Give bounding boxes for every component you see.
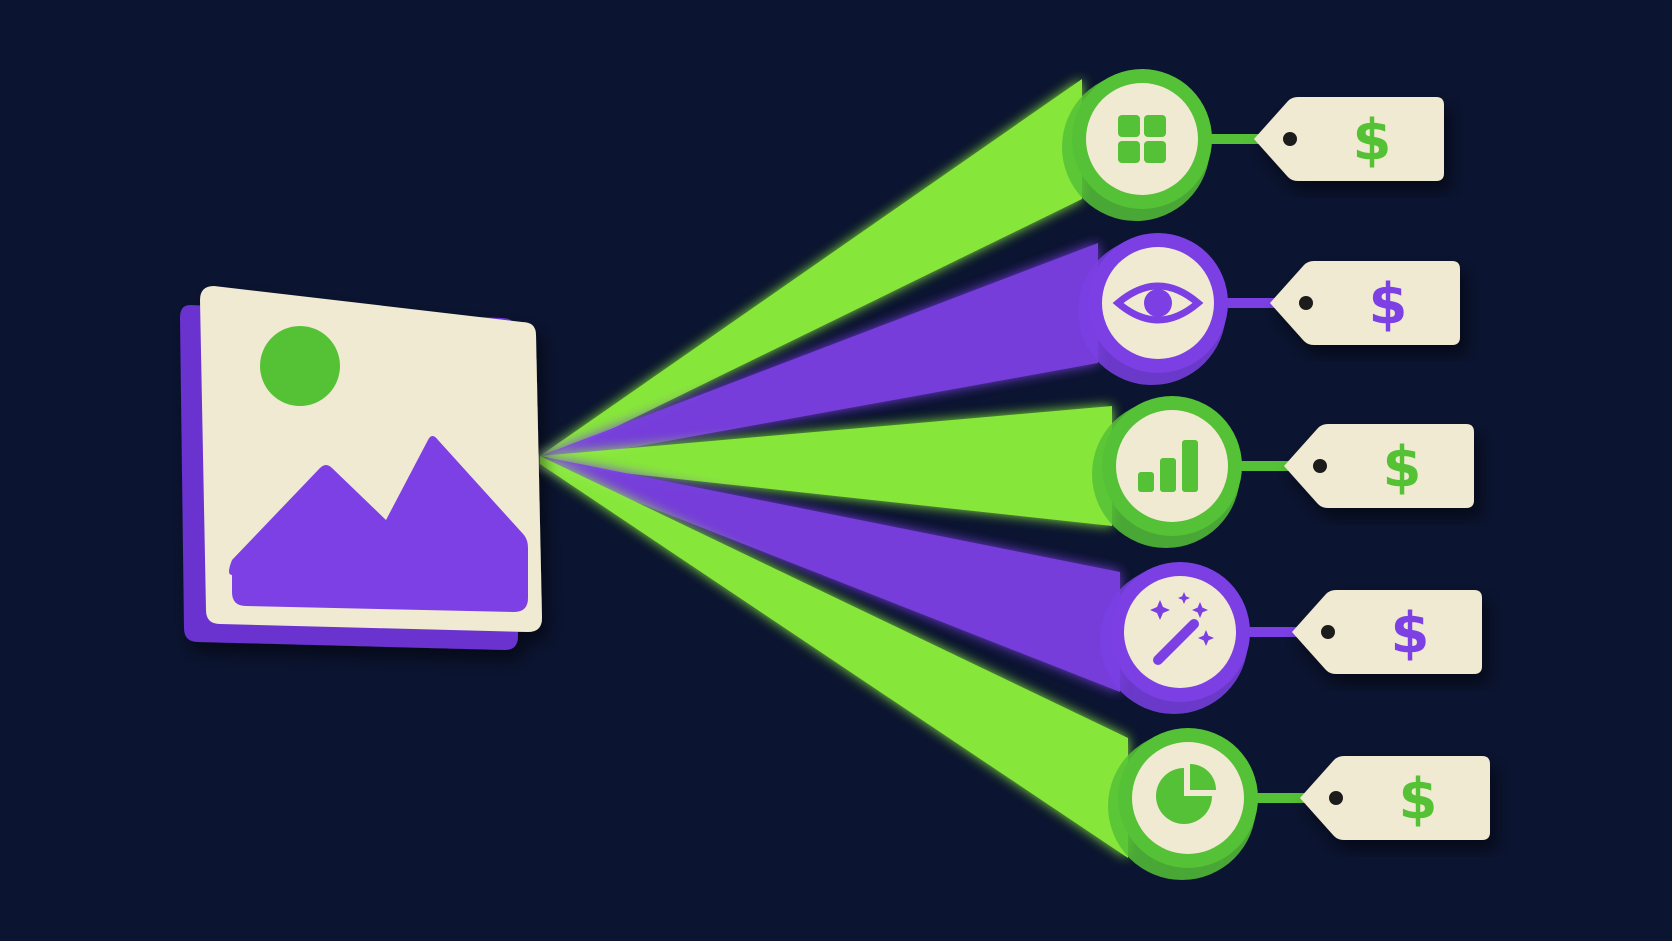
connector — [1240, 627, 1300, 637]
price-tag-body — [1270, 261, 1460, 345]
price-tag-hole — [1299, 296, 1313, 310]
dollar-icon: $ — [1383, 435, 1422, 500]
beam-5 — [540, 456, 1128, 858]
beam-1 — [540, 79, 1082, 464]
image-icon — [229, 326, 528, 612]
price-tag-hole — [1283, 132, 1297, 146]
nodes: $ $ $ $ $ — [1062, 69, 1490, 880]
branch-node-1: $ — [1062, 69, 1444, 221]
dollar-icon: $ — [1353, 108, 1392, 173]
price-tag: $ — [1292, 590, 1482, 674]
price-tag: $ — [1284, 424, 1474, 508]
eye-icon — [1112, 282, 1204, 324]
price-tag-hole — [1329, 791, 1343, 805]
dollar-icon: $ — [1391, 601, 1430, 666]
node-face — [1086, 83, 1198, 195]
branch-node-4: $ — [1100, 562, 1482, 714]
connector — [1202, 134, 1262, 144]
grid-icon — [1118, 115, 1166, 163]
price-tag: $ — [1300, 756, 1490, 840]
price-tag: $ — [1254, 97, 1444, 181]
beam-2 — [540, 243, 1098, 464]
bar-chart-icon — [1138, 440, 1198, 492]
connector — [1248, 793, 1308, 803]
mountains — [229, 436, 528, 612]
magic-wand-icon — [1150, 592, 1214, 665]
beams — [540, 79, 1128, 858]
branch-node-2: $ — [1078, 233, 1460, 385]
connector — [1218, 298, 1278, 308]
pie-chart-icon — [1156, 764, 1216, 824]
dollar-icon: $ — [1369, 272, 1408, 337]
dollar-icon: $ — [1399, 767, 1438, 832]
connector — [1232, 461, 1292, 471]
price-tag-body — [1284, 424, 1474, 508]
price-tag-body — [1292, 590, 1482, 674]
price-tag-hole — [1321, 625, 1335, 639]
price-tag-body — [1254, 97, 1444, 181]
sun-circle — [260, 326, 340, 406]
beam-4 — [540, 456, 1120, 692]
beam-3 — [540, 406, 1112, 526]
price-tag-body — [1300, 756, 1490, 840]
branch-node-5: $ — [1108, 728, 1490, 880]
image-card — [180, 286, 542, 650]
price-tag-hole — [1313, 459, 1327, 473]
price-tag: $ — [1270, 261, 1460, 345]
branch-node-3: $ — [1092, 396, 1474, 548]
